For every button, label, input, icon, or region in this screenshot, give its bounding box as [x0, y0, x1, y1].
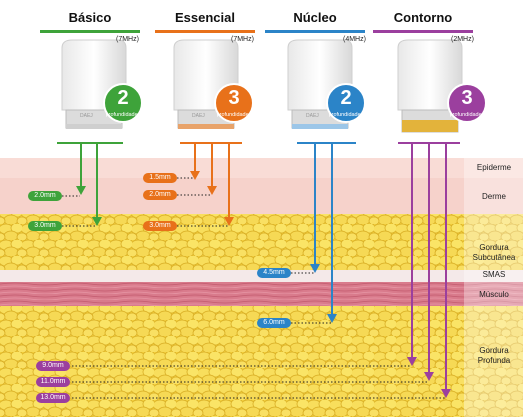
frequency-essential: (7MHz) — [231, 36, 254, 43]
basic-focus-arrows — [57, 142, 123, 226]
depth-pill-basic-2-0: 2.0mm — [28, 191, 62, 201]
layer-label-epidermis: Epiderme — [476, 163, 512, 172]
depth-pill-contour-9-0: 9.0mm — [36, 361, 70, 371]
contour-transducer — [397, 39, 463, 133]
subcutaneous-fat-layer — [0, 214, 523, 270]
depth-pill-nucleus-4-5: 4.5mm — [257, 268, 291, 278]
layer-label-subcutaneous: Gordura Subcutânea — [466, 243, 522, 263]
layer-label-deep-fat-line1: Gordura — [479, 346, 509, 355]
label-panel — [464, 158, 523, 417]
svg-text:profundidades: profundidades — [450, 112, 485, 118]
basic-depth-badge: 2 profundidades — [103, 83, 143, 123]
column-title-contour: Contorno — [393, 10, 453, 25]
essential-focus-arrows — [180, 142, 242, 226]
depth-pill-basic-3-0: 3.0mm — [28, 221, 62, 231]
layer-label-deep-fat-line2: Profunda — [477, 356, 511, 365]
contour-underline — [373, 30, 473, 33]
svg-text:3: 3 — [228, 87, 239, 109]
epidermis-layer — [0, 158, 523, 178]
svg-text:profundidades: profundidades — [106, 112, 141, 118]
layer-label-smas: SMAS — [482, 270, 506, 279]
basic-underline — [40, 30, 140, 33]
column-title-essential: Essencial — [175, 10, 235, 25]
depth-pill-essential-2-0: 2.0mm — [143, 190, 177, 200]
dermis-layer — [0, 178, 523, 214]
depth-pill-nucleus-6-0: 6.0mm — [257, 318, 291, 328]
svg-text:profundidades: profundidades — [217, 112, 252, 118]
nucleus-underline — [265, 30, 365, 33]
frequency-contour: (2MHz) — [451, 36, 474, 43]
svg-text:3: 3 — [461, 87, 472, 109]
layer-label-subcutaneous-line2: Subcutânea — [472, 253, 516, 262]
muscle-layer — [0, 282, 523, 306]
column-title-basic: Básico — [68, 10, 112, 25]
svg-text:2: 2 — [340, 87, 351, 109]
layer-label-subcutaneous-line1: Gordura — [479, 243, 509, 252]
essential-underline — [155, 30, 255, 33]
depth-pill-essential-1-5: 1.5mm — [143, 173, 177, 183]
svg-text:DAEJ: DAEJ — [306, 113, 319, 119]
layer-label-deep-fat: Gordura Profunda — [466, 346, 522, 366]
svg-text:profundidades: profundidades — [329, 112, 364, 118]
contour-focus-arrows — [398, 142, 460, 398]
frequency-nucleus: (4MHz) — [343, 36, 366, 43]
svg-text:DAEJ: DAEJ — [192, 113, 205, 119]
depth-pill-essential-3-0: 3.0mm — [143, 221, 177, 231]
nucleus-focus-arrows — [297, 142, 356, 323]
contour-depth-badge: 3 profundidades — [447, 83, 487, 123]
essential-depth-badge: 3 profundidades — [214, 83, 254, 123]
column-title-nucleus: Núcleo — [293, 10, 337, 25]
nucleus-depth-badge: 2 profundidades — [326, 83, 366, 123]
depth-pill-contour-13-0: 13.0mm — [36, 393, 70, 403]
depth-leader-lines — [62, 177, 445, 399]
depth-pill-contour-11-0: 11.0mm — [36, 377, 70, 387]
svg-text:2: 2 — [117, 87, 128, 109]
svg-text:DAEJ: DAEJ — [80, 113, 93, 119]
layer-label-muscle: Músculo — [479, 290, 509, 299]
layer-label-dermis: Derme — [481, 192, 506, 201]
frequency-basic: (7MHz) — [116, 36, 139, 43]
